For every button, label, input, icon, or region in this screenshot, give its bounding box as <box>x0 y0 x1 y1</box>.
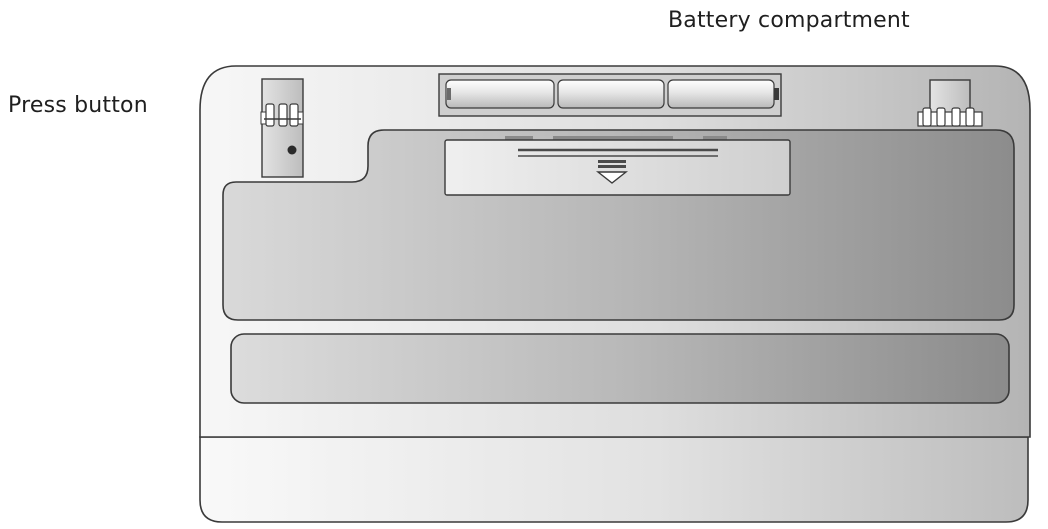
battery-1 <box>445 79 555 109</box>
battery-3 <box>667 79 779 109</box>
triangle-down-arrow-icon <box>595 171 629 184</box>
battery-cover[interactable] <box>444 136 791 196</box>
left-latch-clip-icon <box>260 103 304 127</box>
press-button[interactable] <box>260 78 304 178</box>
battery-compartment-label: Battery compartment <box>668 8 910 33</box>
lower-panel <box>230 333 1010 404</box>
device-base <box>199 436 1029 523</box>
press-button-dot-icon <box>287 145 297 155</box>
battery-2 <box>557 79 665 109</box>
press-button-label: Press button <box>8 93 148 118</box>
right-latch-clip-icon <box>917 79 983 127</box>
upper-panel <box>222 129 1015 321</box>
battery-compartment <box>438 73 782 117</box>
